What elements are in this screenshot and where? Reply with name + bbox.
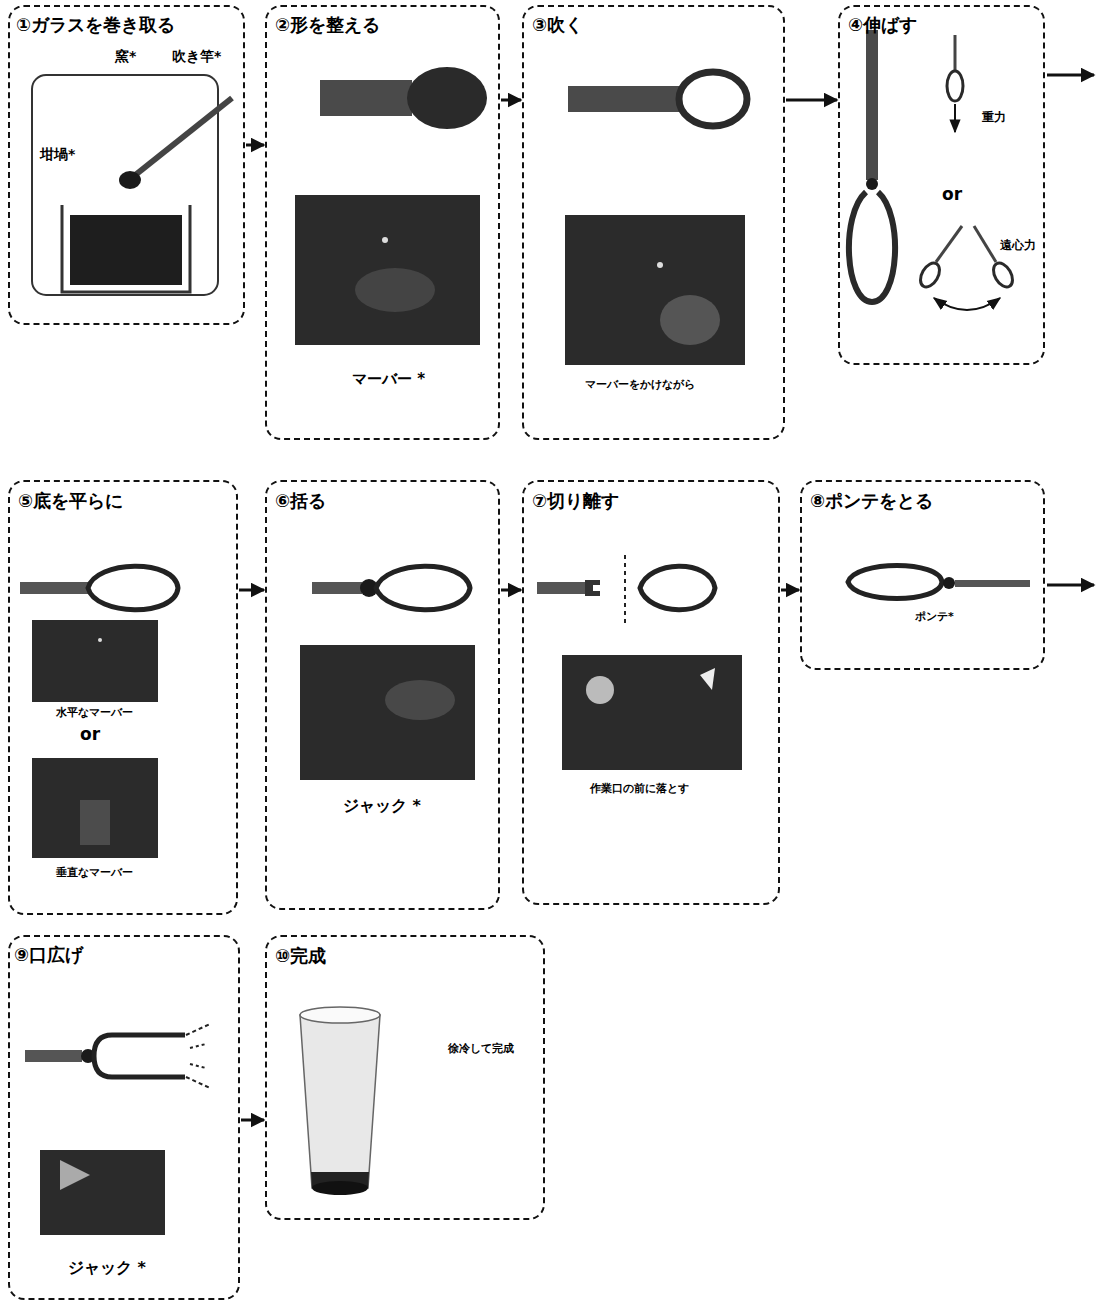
punty-drawing <box>848 566 1030 599</box>
step-label: 吹き竿* <box>172 48 221 65</box>
step-box: ③吹くマーバーをかけながら <box>522 5 785 440</box>
flow-arrow <box>781 589 799 592</box>
stretch-drawing <box>849 30 1017 310</box>
step-heading: ⑤底を平らに <box>18 490 123 512</box>
gather-drawing <box>295 67 487 345</box>
continuation-arrow <box>1047 74 1094 77</box>
flow-arrow <box>501 589 521 592</box>
step-heading: ⑧ポンテをとる <box>810 490 933 512</box>
step-label: マーバー * <box>352 370 425 388</box>
cut-drawing <box>537 555 742 770</box>
blow-drawing <box>565 72 747 365</box>
flow-arrow <box>241 1119 264 1122</box>
step-label: ジャック * <box>68 1258 146 1277</box>
step-heading: ⑨口広げ <box>14 944 83 966</box>
flatten-drawing <box>20 566 178 858</box>
step-label: 重力 <box>982 110 1006 124</box>
step-box: ⑩完成徐冷して完成 <box>265 935 545 1220</box>
step-box: ④伸ばす重力 or 遠心力 <box>838 5 1045 365</box>
step-box: ⑤底を平らに水平なマーバー or 垂直なマーバー <box>8 480 238 915</box>
step-heading: ②形を整える <box>275 14 380 36</box>
step-label: 作業口の前に落とす <box>590 782 689 795</box>
step-label: ジャック * <box>343 796 421 815</box>
step-label: 窯* <box>115 48 136 65</box>
flow-arrow <box>239 589 264 592</box>
continuation-arrow <box>1047 584 1094 587</box>
step-heading: ⑦切り離す <box>532 490 619 512</box>
step-box: ⑦切り離す作業口の前に落とす <box>522 480 780 905</box>
step-label: 坩堝* <box>40 146 75 163</box>
step-box: ⑥括るジャック * <box>265 480 500 910</box>
step-box: ⑧ポンテをとるポンテ* <box>800 480 1045 670</box>
step-heading: ⑥括る <box>275 490 326 512</box>
step-heading: ③吹く <box>532 14 583 36</box>
step-box: ①ガラスを巻き取る窯* 吹き竿* 坩堝* <box>8 5 245 325</box>
flow-arrow <box>246 144 264 147</box>
step-heading: ④伸ばす <box>848 14 917 36</box>
step-label: マーバーをかけながら <box>585 378 695 391</box>
flow-arrow <box>786 99 837 102</box>
step-label: or <box>80 724 100 744</box>
step-heading: ⑩完成 <box>275 945 326 967</box>
glass-drawing <box>300 1007 380 1195</box>
kiln-drawing <box>32 75 232 295</box>
step-label: or <box>942 184 962 204</box>
step-heading: ①ガラスを巻き取る <box>16 14 175 36</box>
step-box: ②形を整えるマーバー * <box>265 5 500 440</box>
step-label: ポンテ* <box>915 610 954 623</box>
widen-drawing <box>25 1024 210 1235</box>
step-label: 垂直なマーバー <box>56 866 133 879</box>
step-label: 遠心力 <box>1000 238 1036 252</box>
neck-drawing <box>300 566 475 780</box>
flow-arrow <box>501 99 521 102</box>
step-box: ⑨口広げジャック * <box>8 935 240 1300</box>
step-label: 徐冷して完成 <box>448 1042 514 1055</box>
step-label: 水平なマーバー <box>56 706 133 719</box>
